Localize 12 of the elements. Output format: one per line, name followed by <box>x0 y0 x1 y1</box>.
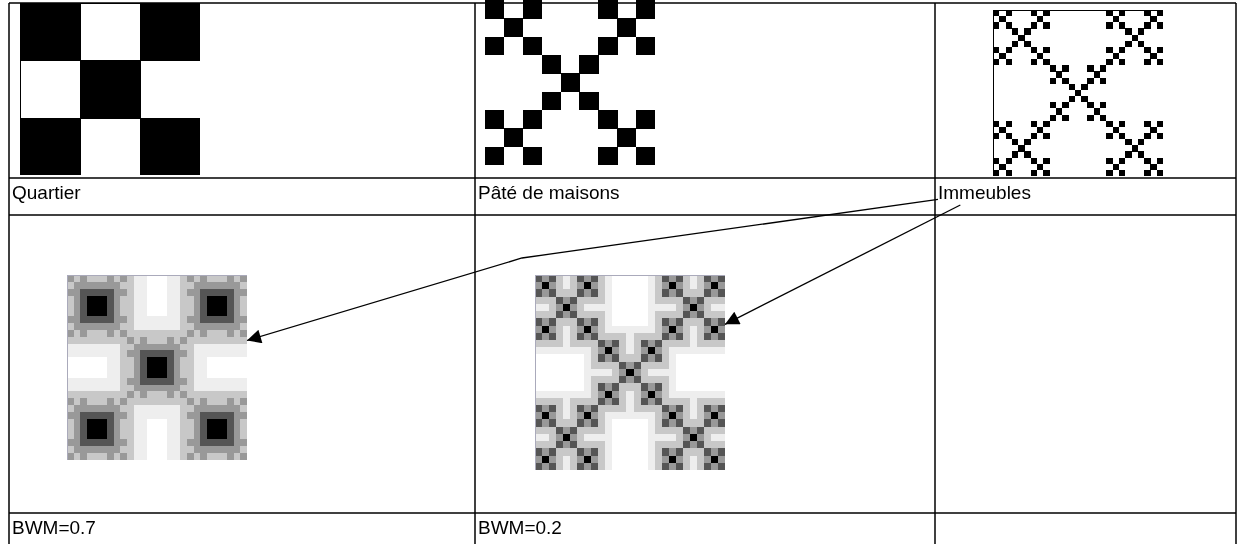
checkerboard-drawing <box>20 3 200 175</box>
arrow <box>246 198 939 344</box>
x-fractal-drawing <box>993 10 1163 176</box>
cell-label: Immeubles <box>938 181 1030 205</box>
x-fractal-drawing <box>485 0 655 165</box>
cell-label: BWM=0.7 <box>12 516 96 540</box>
grayscale-map-drawing <box>535 275 725 470</box>
cell-label: Quartier <box>12 181 81 205</box>
arrow <box>724 204 961 325</box>
grayscale-map-drawing <box>67 275 247 460</box>
cell-label: BWM=0.2 <box>478 516 562 540</box>
cell-label: Pâté de maisons <box>478 181 620 205</box>
